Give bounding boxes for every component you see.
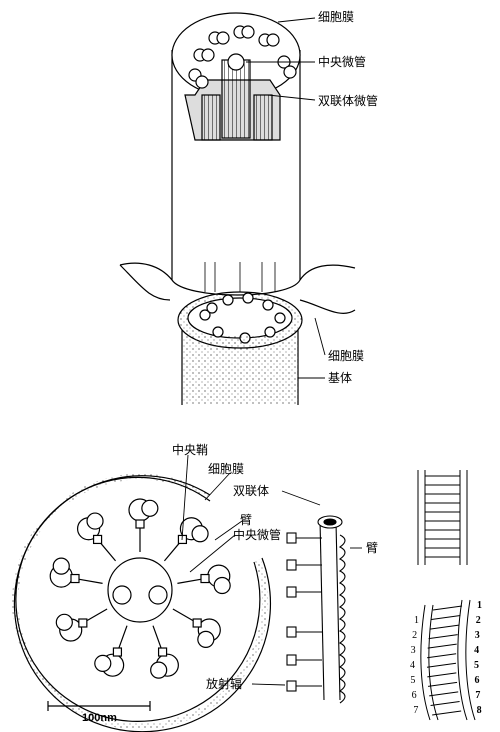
label-scale-bar: 100nm <box>82 712 117 724</box>
inset-rung <box>427 653 457 659</box>
inset-rung <box>429 691 459 697</box>
right-number: 1 <box>477 600 482 611</box>
doublet-microtubule <box>94 625 128 677</box>
label-side-arm: 臂 <box>366 541 379 555</box>
radial-spoke-mark <box>286 586 322 598</box>
doublet-microtubule <box>163 517 209 562</box>
inset-rung <box>427 643 457 649</box>
inset-rung <box>427 672 457 678</box>
doublet-microtubule <box>172 608 221 648</box>
left-number: 3 <box>410 645 416 656</box>
right-number: 8 <box>476 705 482 716</box>
inset-rung <box>426 662 457 668</box>
left-number: 2 <box>412 630 418 641</box>
radial-spoke-mark <box>286 626 322 638</box>
left-number: 4 <box>410 660 415 671</box>
inset-rung <box>432 605 463 611</box>
inset-rung <box>428 681 458 687</box>
label-cs-doublet: 双联体 <box>233 484 270 498</box>
top-leader-lines <box>246 17 326 379</box>
left-number: 7 <box>413 705 419 716</box>
inset-rung <box>431 615 461 621</box>
right-number: 6 <box>474 675 480 686</box>
label-radial-spoke: 放射辐 <box>206 677 243 691</box>
inset-bottom <box>420 599 476 721</box>
radial-spoke-mark <box>286 680 322 692</box>
right-number: 4 <box>474 645 480 656</box>
left-number: 1 <box>414 615 419 626</box>
doublet-microtubule <box>55 608 108 642</box>
label-top-doublet-microtubule: 双联体微管 <box>318 94 379 108</box>
right-number: 2 <box>475 615 481 626</box>
inset-rung <box>428 634 458 640</box>
label-basal-body: 基体 <box>328 371 353 385</box>
label-top-central-microtubule: 中央微管 <box>318 55 367 69</box>
label-cs-arm: 臂 <box>240 513 253 527</box>
label-cs-central-microtubule: 中央微管 <box>233 528 282 542</box>
label-mid-cell-membrane: 细胞膜 <box>328 349 365 363</box>
right-number: 5 <box>474 660 480 671</box>
label-top-cell-membrane: 细胞膜 <box>318 10 355 24</box>
radial-spoke-mark <box>286 654 322 666</box>
doublet-microtubule <box>76 512 117 562</box>
cilium-3d-drawing <box>119 12 356 405</box>
doublet-microtubule <box>49 557 103 588</box>
doublet-microtubule <box>177 564 231 595</box>
label-cs-cell-membrane: 细胞膜 <box>208 462 245 476</box>
side-view-drawing <box>286 515 346 704</box>
inset-rung <box>430 700 460 706</box>
radial-spoke-mark <box>286 559 322 571</box>
right-number: 3 <box>474 630 480 641</box>
radial-spoke-mark <box>286 532 322 544</box>
doublet-microtubule <box>128 498 159 552</box>
right-number: 7 <box>475 690 481 701</box>
inset-top <box>417 470 468 565</box>
left-number: 6 <box>411 690 417 701</box>
inset-rung <box>429 624 459 630</box>
label-central-sheath: 中央鞘 <box>172 443 209 457</box>
doublet-microtubule <box>150 625 179 679</box>
left-number: 5 <box>410 675 416 686</box>
inset-rung <box>432 710 462 716</box>
bottom-leader-lines <box>181 454 362 686</box>
cross-section-drawing <box>12 473 272 732</box>
